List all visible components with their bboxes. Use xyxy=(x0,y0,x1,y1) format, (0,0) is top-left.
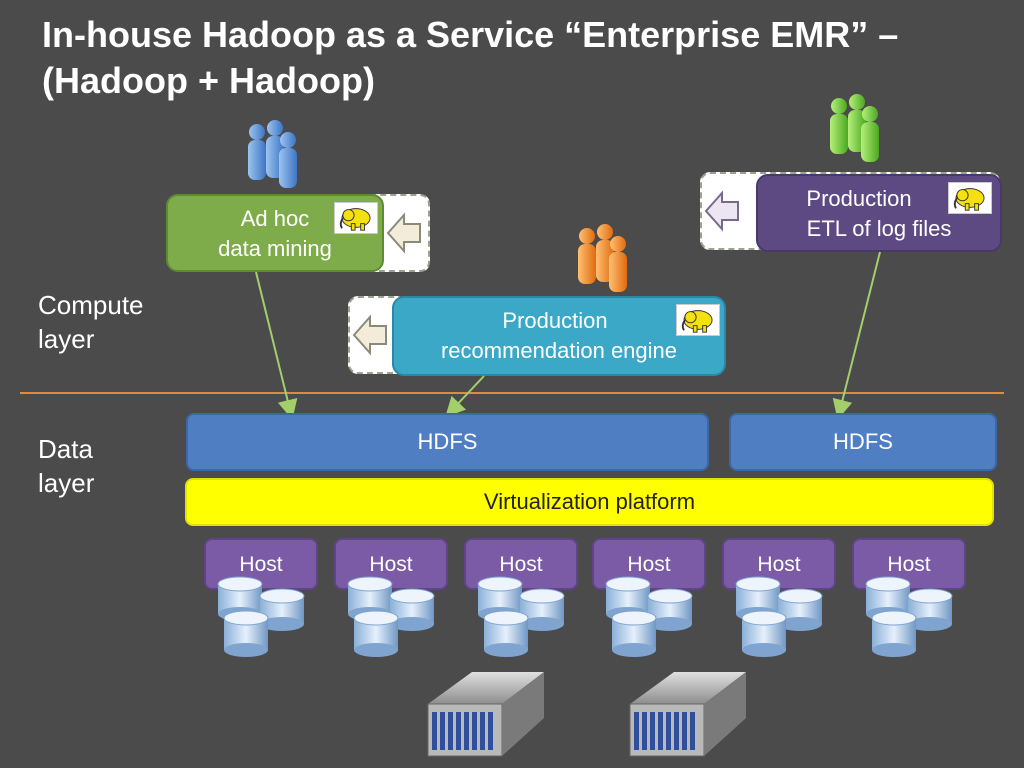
etl-line-2: ETL of log files xyxy=(806,216,952,241)
hadoop-elephant-icon xyxy=(334,202,378,234)
disk-stack-icon xyxy=(865,576,953,657)
server-rack-icon xyxy=(629,672,746,757)
disk-stack-icon xyxy=(217,576,305,657)
disk-stack-icon xyxy=(735,576,823,657)
adhoc-line-1: Ad hoc xyxy=(240,206,310,231)
hdfs-left-box: HDFS xyxy=(186,413,709,471)
etl-to-hdfs-arrow xyxy=(832,251,881,420)
left-arrow-icon xyxy=(704,190,739,232)
compute-label-line-1: Compute xyxy=(38,290,144,320)
recommendation-engine-box: Production recommendation engine xyxy=(392,296,726,376)
virtualization-platform-bar: Virtualization platform xyxy=(185,478,994,526)
adhoc-line-2: data mining xyxy=(218,236,332,261)
hadoop-elephant-icon xyxy=(676,304,720,336)
left-arrow-icon xyxy=(386,212,421,254)
data-label-line-2: layer xyxy=(38,468,95,498)
users-group-icon xyxy=(248,120,297,188)
users-group-icon xyxy=(578,224,627,292)
reco-line-2: recommendation engine xyxy=(440,338,678,363)
disk-stack-icon xyxy=(605,576,693,657)
server-rack-icon xyxy=(427,672,544,757)
hdfs-right-box: HDFS xyxy=(729,413,997,471)
title-line-2: (Hadoop + Hadoop) xyxy=(42,60,375,101)
disk-stack-icon xyxy=(347,576,435,657)
left-arrow-icon xyxy=(352,314,387,356)
etl-line-1: Production xyxy=(806,186,912,211)
compute-layer-label: Compute layer xyxy=(38,288,144,356)
title-line-1: In-house Hadoop as a Service “Enterprise… xyxy=(42,14,899,55)
reco-to-hdfs-arrow xyxy=(445,375,485,418)
disk-stack-icon xyxy=(477,576,565,657)
users-group-icon xyxy=(830,94,879,162)
data-label-line-1: Data xyxy=(38,434,93,464)
layer-divider xyxy=(20,392,1004,394)
hadoop-elephant-icon xyxy=(948,182,992,214)
slide-title: In-house Hadoop as a Service “Enterprise… xyxy=(42,12,1012,104)
adhoc-to-hdfs-arrow xyxy=(255,271,298,420)
data-layer-label: Data layer xyxy=(38,432,94,500)
compute-label-line-2: layer xyxy=(38,324,95,354)
reco-line-1: Production xyxy=(502,308,608,333)
